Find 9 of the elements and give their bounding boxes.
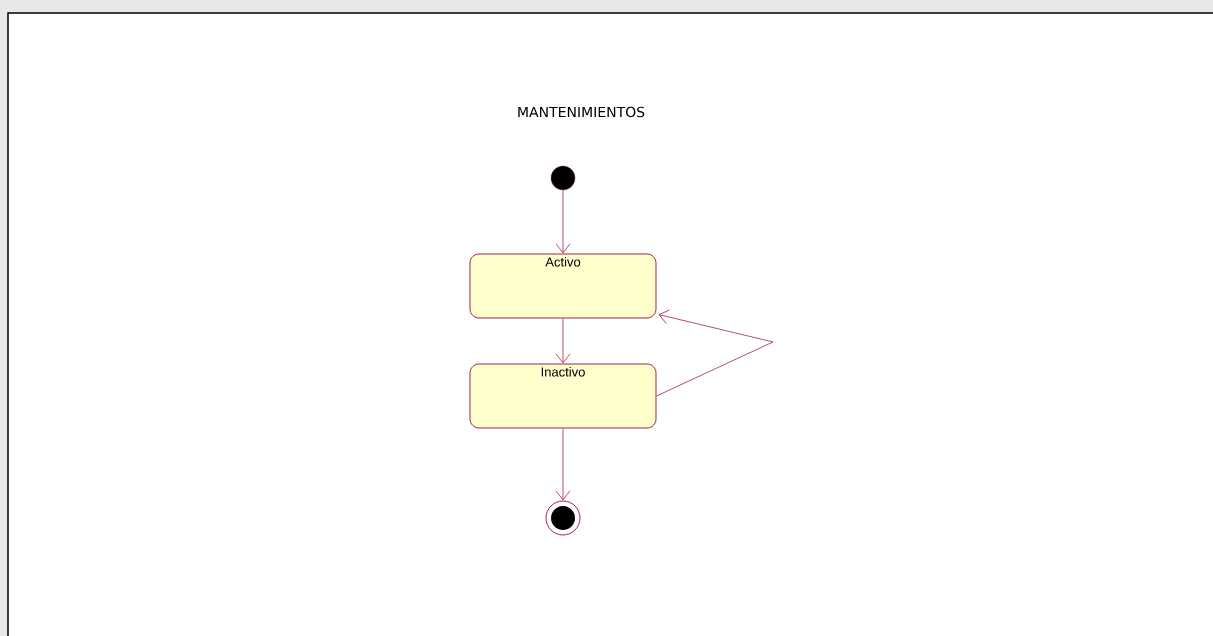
end-dot [545, 500, 581, 536]
state-box: Activo [469, 253, 657, 319]
title: MANTENIMIENTOS [518, 106, 645, 118]
start-dot [550, 165, 576, 191]
arrow [555, 318, 571, 364]
arrow [656, 309, 774, 397]
state-box: Inactivo [469, 363, 657, 429]
arrow [555, 428, 571, 501]
arrow [555, 189, 571, 254]
